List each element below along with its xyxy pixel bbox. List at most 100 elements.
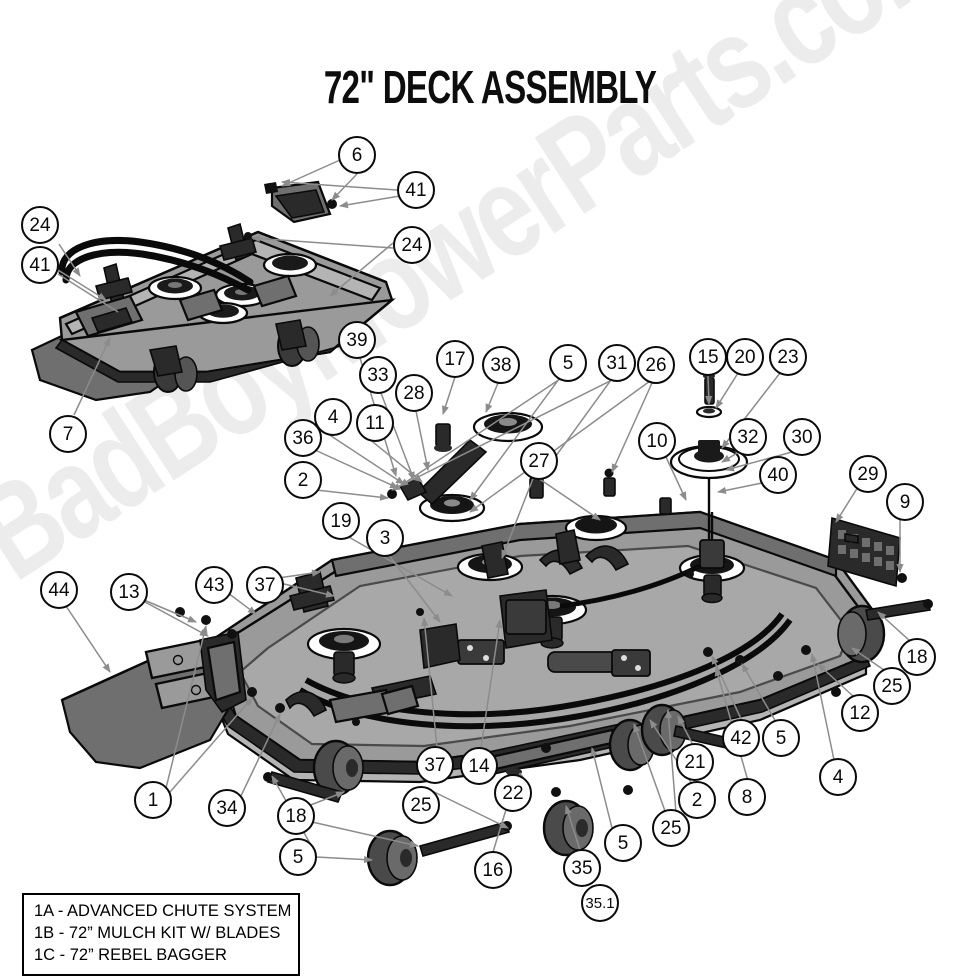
main-deck-subassembly — [60, 373, 933, 887]
callout-35.1[interactable]: 35.1 — [581, 884, 619, 922]
callout-43[interactable]: 43 — [195, 566, 233, 604]
callout-27[interactable]: 27 — [520, 442, 558, 480]
callout-41[interactable]: 41 — [397, 171, 435, 209]
callout-21[interactable]: 21 — [676, 743, 714, 781]
callout-label: 5 — [562, 352, 574, 374]
legend-row-1b: 1B - 72” MULCH KIT W/ BLADES — [34, 923, 281, 942]
callout-label: 29 — [857, 463, 879, 485]
callout-25[interactable]: 25 — [652, 809, 690, 847]
callout-label: 10 — [646, 430, 668, 452]
callout-40[interactable]: 40 — [759, 456, 797, 494]
callout-label: 22 — [502, 782, 524, 804]
callout-label: 23 — [777, 346, 799, 368]
callout-37[interactable]: 37 — [416, 746, 454, 784]
callout-5[interactable]: 5 — [279, 838, 317, 876]
callout-18[interactable]: 18 — [898, 638, 936, 676]
callout-label: 18 — [285, 805, 307, 827]
callout-13[interactable]: 13 — [110, 573, 148, 611]
callout-22[interactable]: 22 — [494, 774, 532, 812]
callout-28[interactable]: 28 — [395, 374, 433, 412]
callout-3[interactable]: 3 — [366, 519, 404, 557]
callout-9[interactable]: 9 — [886, 483, 924, 521]
callout-36[interactable]: 36 — [284, 419, 322, 457]
callout-26[interactable]: 26 — [637, 346, 675, 384]
callout-5[interactable]: 5 — [549, 344, 587, 382]
page-title: 72" DECK ASSEMBLY — [323, 61, 657, 113]
callout-label: 16 — [482, 859, 504, 881]
callout-4[interactable]: 4 — [819, 758, 857, 796]
callout-6[interactable]: 6 — [338, 136, 376, 174]
callout-19[interactable]: 19 — [322, 502, 360, 540]
callout-label: 11 — [365, 412, 385, 434]
callout-label: 12 — [849, 702, 871, 724]
callout-label: 36 — [292, 427, 314, 449]
callout-label: 33 — [367, 364, 389, 386]
callout-14[interactable]: 14 — [460, 747, 498, 785]
callout-34[interactable]: 34 — [208, 789, 246, 827]
callout-25[interactable]: 25 — [402, 786, 440, 824]
callout-label: 14 — [468, 755, 490, 777]
callout-24[interactable]: 24 — [393, 226, 431, 264]
callout-label: 40 — [767, 464, 789, 486]
gearbox-driveshaft — [419, 512, 725, 677]
callout-31[interactable]: 31 — [598, 344, 636, 382]
callout-2[interactable]: 2 — [678, 781, 716, 819]
callout-label: 26 — [645, 354, 667, 376]
callout-label: 41 — [405, 179, 427, 201]
callout-label: 7 — [62, 423, 74, 445]
callout-11[interactable]: 11 — [356, 404, 394, 442]
callout-23[interactable]: 23 — [769, 338, 807, 376]
deck-lift-brackets — [289, 529, 581, 716]
callout-label: 21 — [684, 751, 706, 773]
callout-label: 25 — [660, 817, 682, 839]
callout-25[interactable]: 25 — [873, 667, 911, 705]
perforated-baffle-plate — [827, 516, 907, 588]
callout-38[interactable]: 38 — [482, 346, 520, 384]
callout-30[interactable]: 30 — [783, 418, 821, 456]
callout-label: 5 — [292, 846, 304, 868]
callout-16[interactable]: 16 — [474, 851, 512, 889]
callout-label: 18 — [906, 646, 928, 668]
callout-label: 8 — [741, 786, 753, 808]
callout-10[interactable]: 10 — [638, 422, 676, 460]
callout-label: 42 — [730, 727, 752, 749]
callout-label: 24 — [29, 214, 51, 236]
callout-39[interactable]: 39 — [338, 321, 376, 359]
callout-7[interactable]: 7 — [49, 415, 87, 453]
callout-label: 34 — [216, 797, 238, 819]
callout-label: 3 — [379, 527, 391, 549]
callout-33[interactable]: 33 — [359, 356, 397, 394]
callout-2[interactable]: 2 — [284, 461, 322, 499]
callout-37[interactable]: 37 — [246, 566, 284, 604]
callout-label: 38 — [490, 354, 512, 376]
callout-20[interactable]: 20 — [726, 338, 764, 376]
callout-label: 6 — [351, 144, 363, 166]
callout-label: 17 — [444, 348, 466, 370]
callout-label: 1 — [147, 789, 159, 811]
callout-42[interactable]: 42 — [722, 719, 760, 757]
callout-label: 35 — [571, 857, 593, 879]
callout-label: 37 — [254, 574, 276, 596]
callout-1[interactable]: 1 — [134, 781, 172, 819]
callout-41[interactable]: 41 — [21, 246, 59, 284]
callout-5[interactable]: 5 — [762, 719, 800, 757]
callout-17[interactable]: 17 — [436, 340, 474, 378]
callout-label: 31 — [606, 352, 628, 374]
callout-5[interactable]: 5 — [604, 824, 642, 862]
discharge-chute-part — [60, 631, 247, 770]
callout-44[interactable]: 44 — [40, 571, 78, 609]
callout-12[interactable]: 12 — [841, 694, 879, 732]
callout-32[interactable]: 32 — [729, 418, 767, 456]
callout-15[interactable]: 15 — [689, 338, 727, 376]
callout-29[interactable]: 29 — [849, 455, 887, 493]
callout-label: 27 — [528, 450, 550, 472]
callout-35[interactable]: 35 — [563, 849, 601, 887]
callout-24[interactable]: 24 — [21, 206, 59, 244]
callout-label: 35.1 — [585, 894, 615, 912]
callout-18[interactable]: 18 — [277, 797, 315, 835]
callout-label: 5 — [617, 832, 629, 854]
callout-8[interactable]: 8 — [728, 778, 766, 816]
callout-label: 4 — [832, 766, 844, 788]
